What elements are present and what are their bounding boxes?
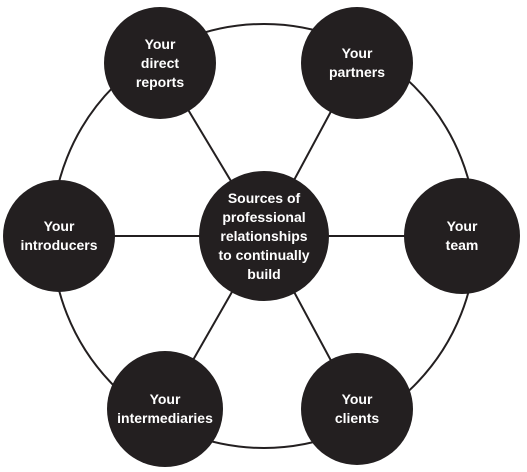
node-partners	[301, 7, 413, 119]
label-team: Your team	[445, 218, 479, 253]
node-direct-reports	[104, 7, 216, 119]
label-intermediaries: Your intermediaries	[117, 391, 213, 426]
label-clients: Your clients	[334, 391, 380, 426]
label-center: Sources of professional relationships to…	[218, 189, 310, 282]
label-introducers: Your introducers	[20, 218, 98, 253]
node-clients	[301, 353, 413, 465]
label-direct-reports: Your direct reports	[135, 35, 185, 90]
node-introducers	[3, 180, 115, 292]
node-team	[404, 178, 520, 294]
node-center	[199, 171, 329, 301]
node-intermediaries	[107, 351, 223, 467]
label-partners: Your partners	[328, 45, 386, 80]
